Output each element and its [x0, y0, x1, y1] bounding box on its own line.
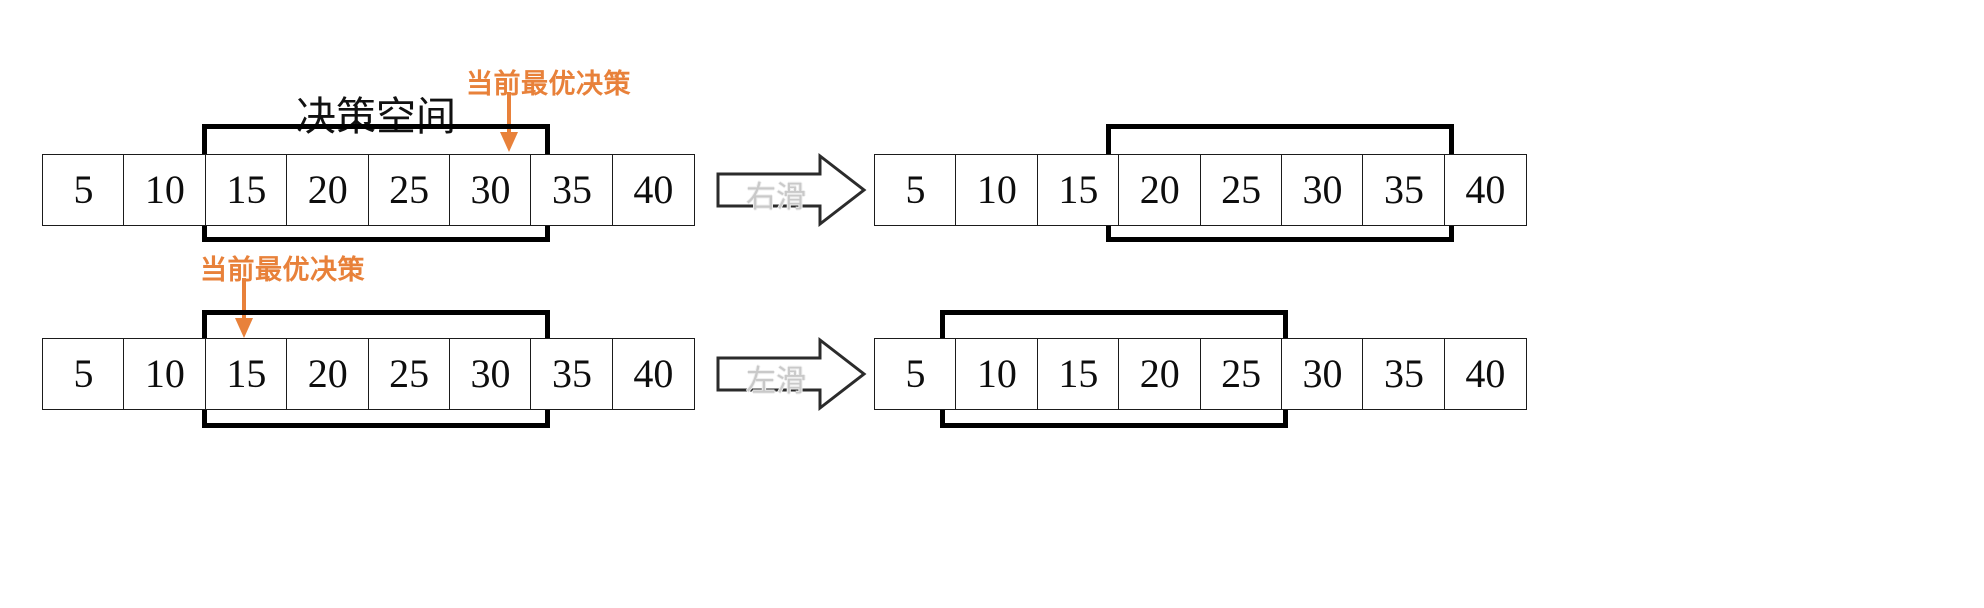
- cell[interactable]: 5: [42, 154, 125, 226]
- slide-right-block-arrow-icon: [716, 152, 867, 228]
- slide-left-label: 左滑: [746, 365, 806, 398]
- cell[interactable]: 30: [449, 154, 533, 226]
- array-bottom-left: 5 10 15 20 25 30 35 40: [42, 338, 695, 410]
- cell[interactable]: 15: [1036, 338, 1120, 410]
- cell[interactable]: 25: [367, 338, 451, 410]
- array-top-right: 5 10 15 20 25 30 35 40: [874, 154, 1527, 226]
- cell[interactable]: 25: [367, 154, 451, 226]
- current-best-decision-arrow-top-icon: [500, 92, 518, 152]
- current-best-decision-label-top: 当前最优决策: [466, 69, 631, 99]
- cell[interactable]: 20: [1118, 338, 1202, 410]
- slide-right-label: 右滑: [746, 181, 806, 214]
- cell[interactable]: 40: [611, 154, 695, 226]
- cell[interactable]: 35: [1362, 338, 1446, 410]
- array-bottom-right: 5 10 15 20 25 30 35 40: [874, 338, 1527, 410]
- cell[interactable]: 35: [1362, 154, 1446, 226]
- array-top-left: 5 10 15 20 25 30 35 40: [42, 154, 695, 226]
- cell[interactable]: 20: [286, 338, 370, 410]
- cell[interactable]: 15: [204, 154, 288, 226]
- cell[interactable]: 30: [1281, 154, 1365, 226]
- cell[interactable]: 5: [42, 338, 125, 410]
- cell[interactable]: 15: [1036, 154, 1120, 226]
- cell[interactable]: 10: [955, 338, 1039, 410]
- cell[interactable]: 5: [874, 154, 957, 226]
- cell[interactable]: 10: [123, 154, 207, 226]
- current-best-decision-arrow-bottom-icon: [235, 278, 253, 338]
- cell[interactable]: 5: [874, 338, 957, 410]
- cell[interactable]: 20: [1118, 154, 1202, 226]
- cell[interactable]: 35: [530, 154, 614, 226]
- cell[interactable]: 10: [123, 338, 207, 410]
- cell[interactable]: 25: [1199, 338, 1283, 410]
- decision-space-label-top: 决策空间: [296, 94, 456, 139]
- cell[interactable]: 15: [204, 338, 288, 410]
- cell[interactable]: 40: [611, 338, 695, 410]
- cell[interactable]: 35: [530, 338, 614, 410]
- cell[interactable]: 25: [1199, 154, 1283, 226]
- current-best-decision-label-bottom: 当前最优决策: [200, 255, 365, 285]
- cell[interactable]: 30: [449, 338, 533, 410]
- cell[interactable]: 20: [286, 154, 370, 226]
- slide-left-block-arrow-icon: [716, 336, 867, 412]
- cell[interactable]: 40: [1443, 154, 1527, 226]
- cell[interactable]: 30: [1281, 338, 1365, 410]
- cell[interactable]: 10: [955, 154, 1039, 226]
- cell[interactable]: 40: [1443, 338, 1527, 410]
